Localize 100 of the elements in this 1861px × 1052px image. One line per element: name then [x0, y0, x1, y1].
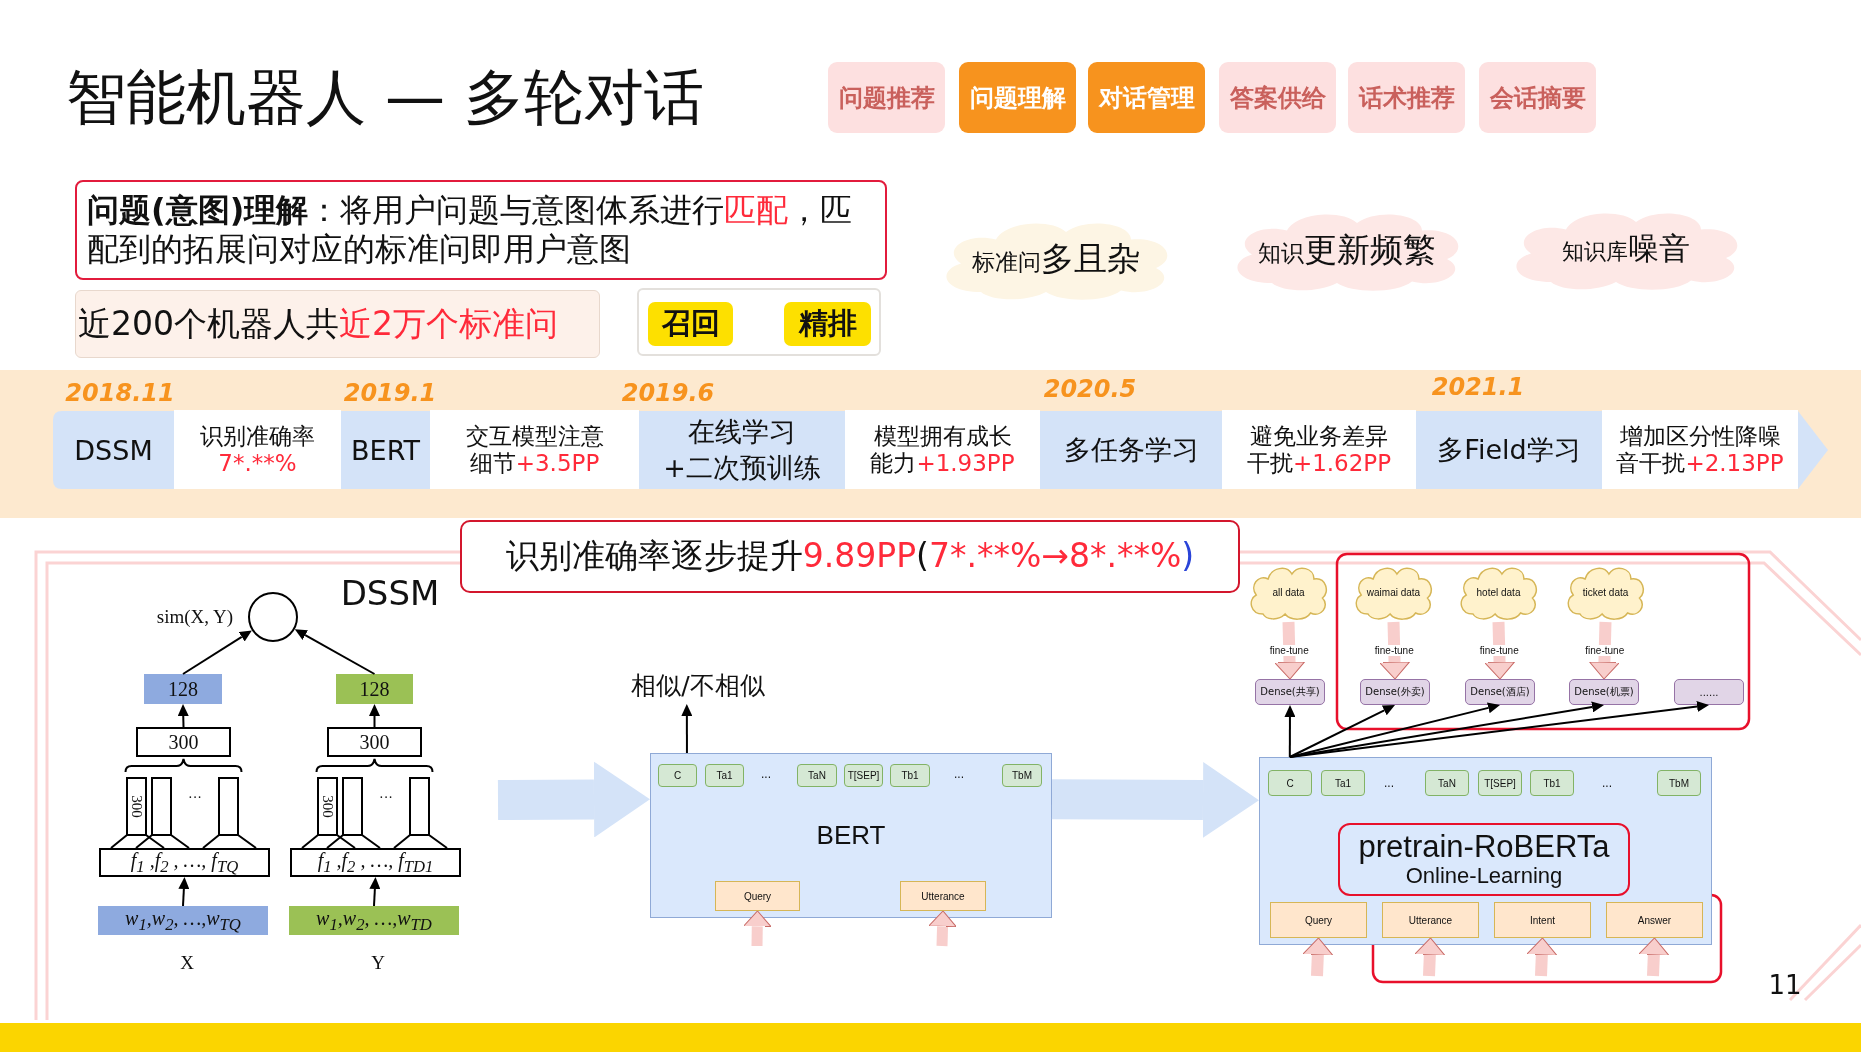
- input-box: Intent: [1494, 902, 1591, 938]
- note-box: [75, 180, 887, 280]
- token-box: T[SEP]: [1478, 770, 1522, 796]
- model-name: BERT: [816, 820, 886, 851]
- caption-text: sim(X, Y): [155, 605, 235, 629]
- token-box: TaN: [797, 764, 837, 787]
- tag: 召回: [648, 302, 733, 346]
- arrow: [1051, 761, 1259, 838]
- note-text: 问题(意图)理解：将用户问题与意图体系进行匹配，匹配到的拓展问对应的标准问即用户意图: [87, 190, 854, 270]
- layer-box: 300: [136, 727, 231, 757]
- token-box: TaN: [1425, 770, 1469, 796]
- circle-node: [248, 592, 298, 642]
- input-box: w$_{1}$,w$_{2}$, …,w$_{TD}$: [289, 906, 459, 935]
- feature-box: f$_{1}$ ,f$_{2}$ , …, f$_{TD1}$: [290, 848, 461, 877]
- step-text: 识别准确率: [200, 423, 315, 450]
- vector-box: 128: [336, 674, 413, 704]
- arrow: [928, 910, 957, 947]
- arrow: [1379, 621, 1411, 680]
- arrow: [1526, 937, 1558, 977]
- model-name: pretrain-RoBERTa: [1358, 830, 1610, 865]
- edge-label: fine-tune: [1373, 645, 1415, 656]
- tag: 精排: [784, 302, 871, 346]
- arrow: [743, 910, 772, 947]
- arrow: [182, 630, 252, 675]
- timeline-step: BERT: [341, 411, 430, 489]
- edge-label: fine-tune: [1584, 645, 1626, 656]
- arrow: [1588, 621, 1620, 680]
- arrow: [1288, 705, 1395, 758]
- edge-label: fine-tune: [1478, 645, 1520, 656]
- input-box: Utterance: [1382, 902, 1479, 938]
- dense-box: Dense(机票): [1569, 679, 1639, 705]
- arrow: [497, 761, 650, 838]
- panel-title: DSSM: [339, 572, 441, 615]
- timeline-card: [845, 410, 1040, 489]
- input-box: Utterance: [900, 881, 986, 911]
- tab: 对话管理: [1088, 62, 1205, 133]
- vector-box: 128: [144, 674, 222, 704]
- feature-box: f$_{1}$ ,f$_{2}$ , …, f$_{TQ}$: [99, 848, 270, 877]
- timeline-step: 在线学习 +二次预训练: [639, 411, 845, 489]
- tab: 问题推荐: [828, 62, 945, 133]
- tab: 答案供给: [1219, 62, 1336, 133]
- step-text: 避免业务差异干扰+1.62PP: [1245, 423, 1393, 476]
- dense-box: Dense(共享): [1255, 679, 1325, 705]
- ellipsis: ···: [187, 789, 203, 807]
- token-box: TbM: [1002, 764, 1042, 787]
- ellipsis: ...: [953, 766, 965, 782]
- arrow: [1484, 621, 1516, 680]
- highlight-box: [1338, 823, 1630, 896]
- arrow: [1288, 701, 1709, 758]
- timeline-card: [1602, 410, 1798, 489]
- date-label: 2019.6: [620, 378, 716, 409]
- model-box: [1259, 757, 1712, 945]
- tab: 会话摘要: [1479, 62, 1596, 133]
- step-text: 增加区分性降噪音干扰+2.13PP: [1615, 423, 1785, 476]
- arrow: [369, 877, 381, 907]
- page-title: 智能机器人 — 多轮对话: [66, 61, 705, 134]
- arrow: [1284, 705, 1296, 758]
- arrow: [1414, 937, 1446, 977]
- layer-size: 300: [319, 794, 337, 820]
- arrow: [1302, 937, 1334, 977]
- ellipsis: ···: [378, 789, 394, 807]
- output-text: 相似/不相似: [618, 666, 778, 704]
- arrow: [1274, 621, 1306, 680]
- token-box: C: [1268, 770, 1312, 796]
- timeline-step: 多任务学习: [1040, 411, 1222, 489]
- arrow: [294, 629, 376, 675]
- dense-box: ......: [1674, 679, 1744, 705]
- arrow: [1638, 937, 1670, 977]
- token-box: C: [658, 764, 697, 787]
- dense-box: Dense(外卖): [1360, 679, 1430, 705]
- panel: [637, 288, 881, 356]
- timeline-step: 多Field学习: [1416, 411, 1602, 489]
- ellipsis: ...: [1601, 775, 1613, 791]
- headline-box: [460, 520, 1240, 593]
- page-number: 11: [1767, 969, 1803, 1002]
- step-text: 7*.**%: [218, 449, 297, 476]
- dense-box: Dense(酒店): [1465, 679, 1535, 705]
- date-label: 2018.11: [65, 378, 175, 409]
- date-label: 2019.1: [342, 378, 438, 409]
- date-label: 2020.5: [1042, 374, 1138, 405]
- arrow: [681, 704, 693, 754]
- token-box: TbM: [1657, 770, 1701, 796]
- layer-size: 300: [128, 794, 146, 820]
- caption-text: Y: [370, 951, 386, 975]
- date-label: 2021.1: [1430, 372, 1526, 403]
- arrow: [177, 704, 189, 728]
- ellipsis: ...: [760, 766, 772, 782]
- note-text: 近200个机器人共近2万个标准问: [78, 302, 558, 345]
- token-box: Tb1: [1530, 770, 1574, 796]
- model-name: Online-Learning: [1405, 864, 1563, 889]
- input-box: Answer: [1606, 902, 1703, 938]
- caption-text: X: [179, 951, 195, 975]
- input-box: Query: [1270, 902, 1367, 938]
- note-box: [75, 290, 600, 358]
- model-box: [650, 753, 1052, 918]
- timeline-card: [174, 410, 341, 489]
- ellipsis: ...: [1383, 775, 1395, 791]
- headline-text: 识别准确率逐步提升9.89PP(7*.**%→8*.**%): [505, 535, 1195, 577]
- cloud-text: 知识库噪音: [1562, 229, 1690, 268]
- timeline-step: DSSM: [53, 411, 174, 489]
